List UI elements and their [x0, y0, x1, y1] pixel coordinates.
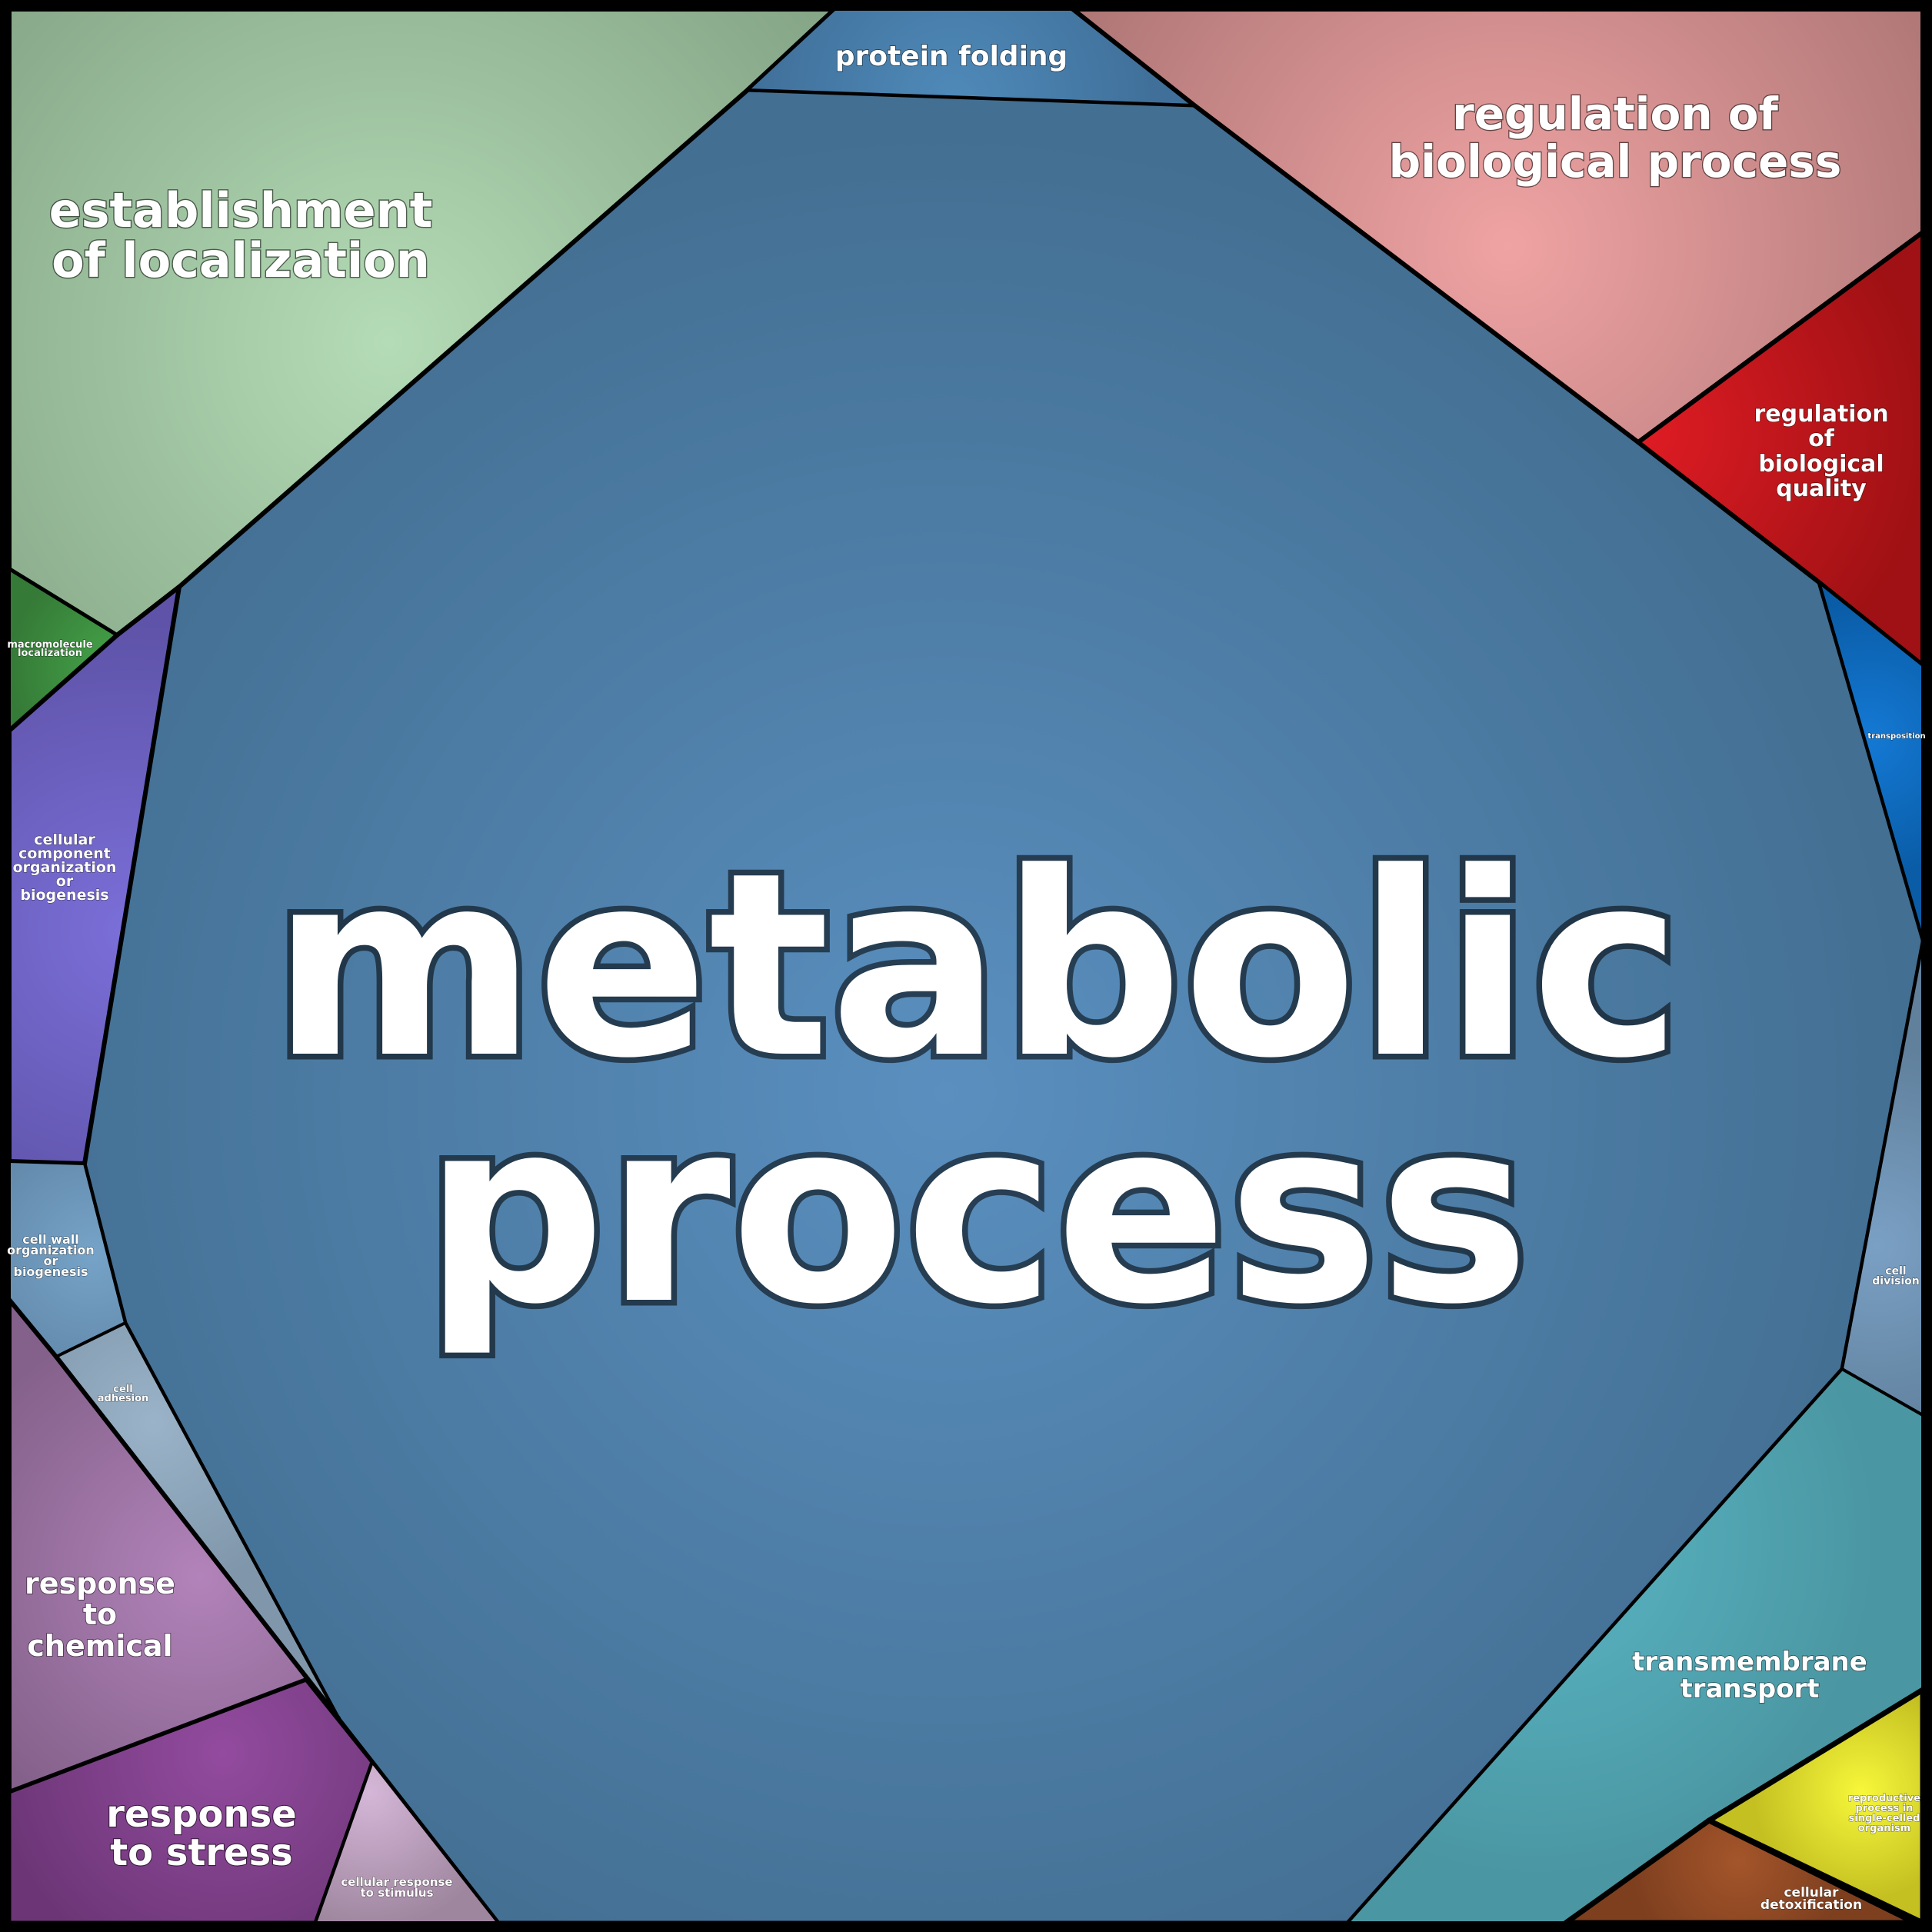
label-line: adhesion — [98, 1393, 149, 1404]
label-line: component — [18, 845, 111, 862]
label-line: chemical — [27, 1629, 172, 1663]
label-line: establishment — [49, 182, 433, 238]
label-line: regulation — [1754, 401, 1888, 428]
label-line: cellular response — [341, 1875, 452, 1889]
label-line: regulation of — [1452, 88, 1779, 140]
label-line: cell — [113, 1384, 132, 1395]
label-line: to stimulus — [361, 1886, 434, 1900]
label-line: of localization — [52, 232, 430, 288]
label-line: or — [44, 1254, 58, 1268]
label-line: localization — [18, 648, 82, 659]
label-line: macromolecule — [7, 639, 93, 651]
label-line: biological — [1758, 451, 1884, 478]
label-line: protein folding — [835, 41, 1068, 72]
label-line: transport — [1680, 1674, 1819, 1704]
label-line: metabolic — [272, 818, 1682, 1114]
label-line: division — [1872, 1275, 1919, 1287]
label-line: to stress — [110, 1831, 293, 1874]
label-line: biogenesis — [13, 1264, 88, 1279]
label-transposition: transposition — [1867, 732, 1925, 741]
label-line: process — [424, 1064, 1530, 1360]
label-line: organism — [1858, 1823, 1910, 1834]
label-line: detoxification — [1760, 1897, 1862, 1913]
label-line: single-celled — [1849, 1813, 1920, 1824]
label-line: or — [56, 873, 74, 890]
label-line: process in — [1856, 1803, 1914, 1814]
label-line: cellular — [34, 831, 95, 848]
label-line: biological process — [1389, 135, 1842, 188]
label-line: cellular — [1784, 1885, 1839, 1900]
label-line: response — [25, 1567, 175, 1601]
label-line: response — [106, 1793, 296, 1836]
label-line: organization — [13, 859, 117, 876]
label-line: quality — [1776, 475, 1867, 502]
label-line: transmembrane — [1632, 1647, 1867, 1677]
label-line: of — [1808, 425, 1835, 452]
label-line: biogenesis — [20, 887, 108, 904]
label-protein-folding: protein folding — [835, 41, 1068, 72]
label-line: organization — [7, 1243, 95, 1257]
label-line: cell wall — [22, 1232, 78, 1247]
label-line: transposition — [1867, 732, 1925, 741]
label-line: cell — [1885, 1265, 1906, 1277]
label-line: reproductive — [1848, 1793, 1920, 1804]
label-line: to — [83, 1597, 117, 1631]
